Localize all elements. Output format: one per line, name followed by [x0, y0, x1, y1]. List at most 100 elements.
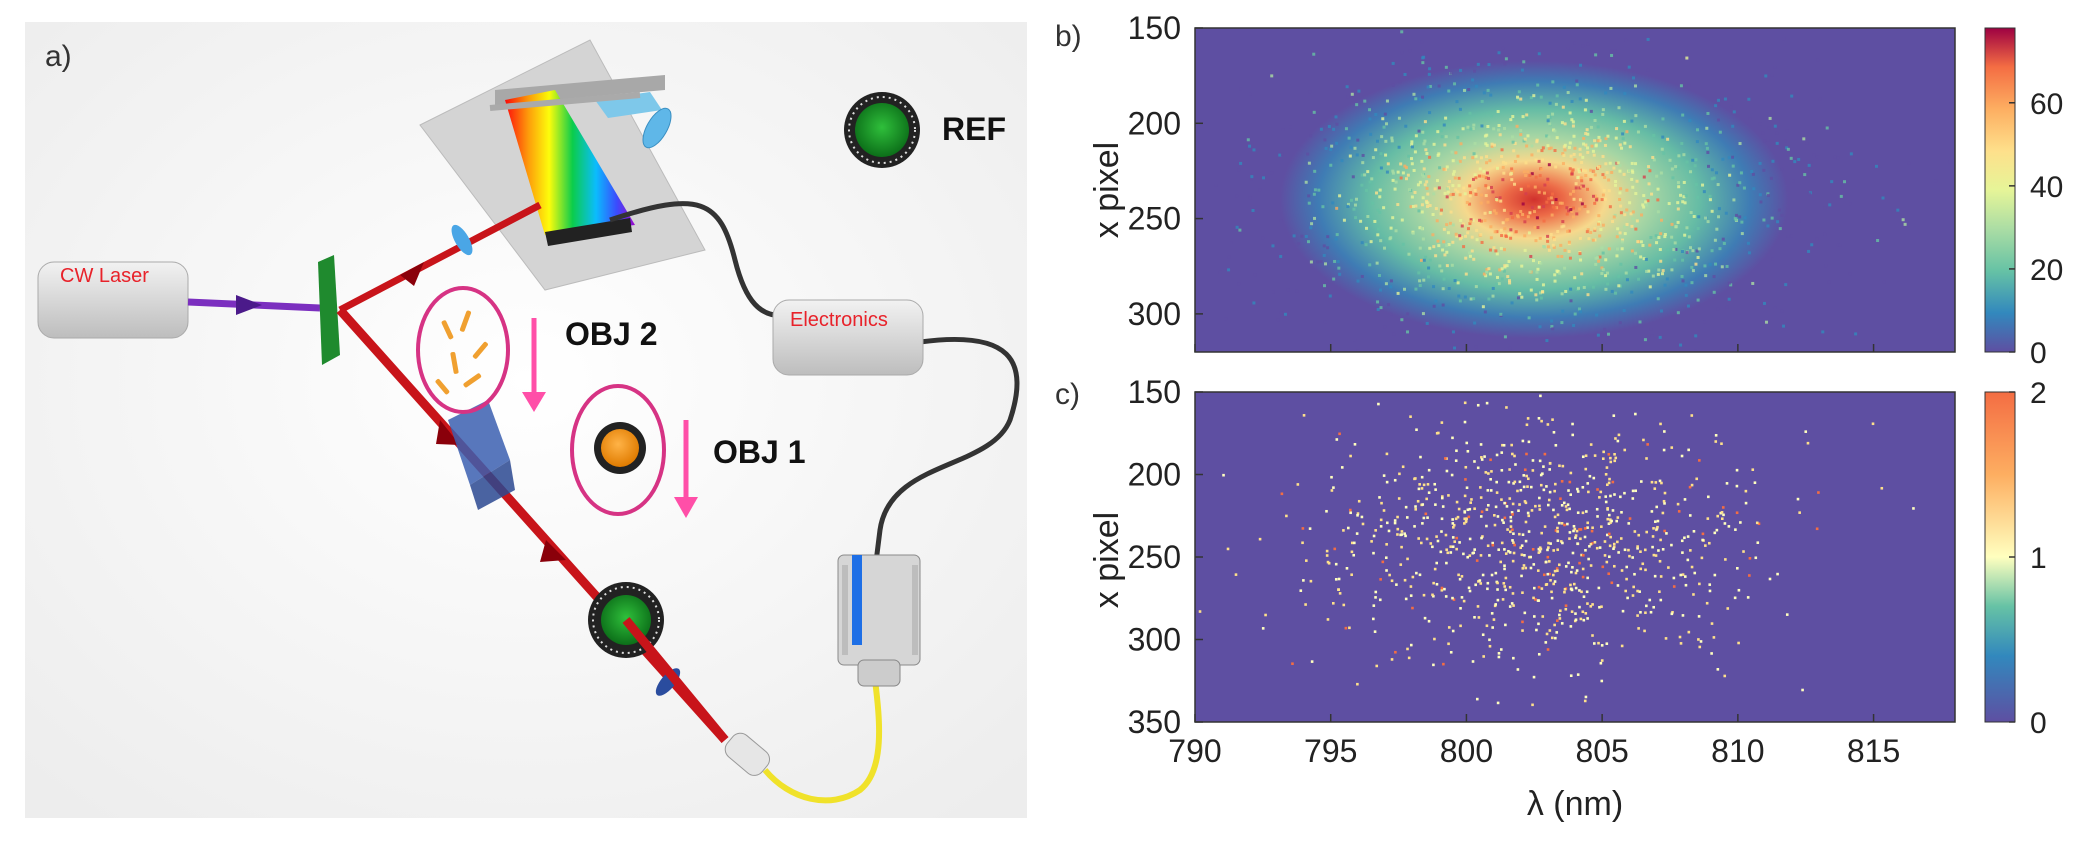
photon-count [1569, 625, 1573, 628]
photon-count [1513, 543, 1516, 547]
pixel-speckle [1474, 84, 1478, 88]
pixel-speckle [1639, 255, 1643, 259]
photon-count [1480, 536, 1483, 540]
pixel-speckle [1375, 139, 1379, 143]
photon-count [1432, 663, 1435, 667]
photon-count [1527, 514, 1531, 518]
pixel-speckle [1635, 219, 1639, 223]
lens-icon [451, 224, 473, 256]
photon-count [1502, 521, 1505, 524]
pixel-speckle [1775, 131, 1779, 135]
photon-count [1348, 626, 1351, 630]
photon-count [1474, 583, 1477, 587]
pixel-speckle [1679, 84, 1683, 88]
photon-count [1519, 488, 1523, 492]
pixel-speckle [1721, 157, 1725, 161]
photon-count [1431, 593, 1434, 597]
pixel-speckle [1419, 258, 1423, 262]
pixel-speckle [1376, 208, 1380, 212]
pixel-speckle [1229, 241, 1233, 245]
pixel-speckle [1343, 380, 1346, 383]
pixel-speckle [1537, 159, 1541, 163]
photon-count [1631, 497, 1635, 500]
pixel-speckle [1546, 115, 1550, 119]
photon-count [1226, 547, 1230, 551]
pump-arrow-icon [236, 295, 262, 315]
pixel-speckle [1486, 125, 1490, 129]
pixel-speckle [1648, 243, 1652, 247]
photon-count [1566, 503, 1570, 506]
pixel-speckle [1351, 175, 1355, 179]
photon-count [1574, 618, 1578, 622]
pixel-speckle [1423, 120, 1427, 124]
pixel-speckle [1475, 228, 1479, 232]
photon-count [1497, 548, 1501, 551]
pixel-speckle [1484, 184, 1488, 188]
pixel-speckle [1695, 128, 1699, 132]
photon-count [1578, 605, 1581, 609]
pixel-speckle [1536, 149, 1540, 153]
pixel-speckle [1789, 156, 1793, 160]
y-tick-label: 250 [1128, 539, 1181, 575]
photon-count [1504, 552, 1508, 555]
pixel-speckle [1549, 196, 1553, 200]
heatmap-b-ylabel: x pixel [1088, 142, 1126, 238]
pixel-speckle [1551, 201, 1555, 205]
pixel-speckle [1355, 153, 1359, 157]
photon-count [1662, 448, 1666, 452]
photon-count [1681, 614, 1685, 617]
pixel-speckle [1477, 187, 1481, 191]
photon-count [1499, 560, 1503, 564]
photon-count [1614, 456, 1618, 460]
pixel-speckle [1455, 100, 1459, 104]
pixel-speckle [1714, 262, 1718, 266]
photon-count [1463, 401, 1467, 405]
pixel-speckle [1458, 237, 1462, 241]
pixel-speckle [1218, 270, 1222, 274]
photon-count [1469, 501, 1472, 504]
pixel-speckle [1468, 194, 1472, 198]
pixel-speckle [1578, 207, 1582, 211]
photon-count [1609, 494, 1612, 498]
pixel-speckle [1522, 139, 1526, 143]
photon-count [1556, 569, 1559, 573]
photon-count [1467, 586, 1471, 590]
pixel-speckle [1541, 290, 1545, 294]
pixel-speckle [1480, 240, 1484, 244]
pixel-speckle [1503, 62, 1507, 66]
photon-count [1571, 551, 1575, 555]
pixel-speckle [1567, 209, 1571, 213]
pixel-speckle [1330, 144, 1334, 148]
pixel-speckle [1511, 140, 1515, 144]
pixel-speckle [1579, 176, 1583, 180]
photon-count [1344, 626, 1348, 630]
pixel-speckle [1656, 272, 1660, 276]
pixel-speckle [1540, 167, 1544, 171]
pixel-speckle [1582, 285, 1586, 289]
pixel-speckle [1555, 136, 1559, 140]
photon-count [1735, 484, 1739, 488]
photon-count [1556, 548, 1559, 552]
pixel-speckle [1420, 210, 1424, 214]
photon-count [1406, 557, 1409, 561]
pixel-speckle [1634, 227, 1638, 231]
photon-count [1591, 634, 1594, 637]
pixel-speckle [1665, 277, 1669, 281]
pixel-speckle [1436, 239, 1440, 243]
photon-count [1563, 590, 1566, 594]
pixel-speckle [1418, 284, 1422, 288]
pixel-speckle [1565, 206, 1569, 210]
pixel-speckle [1421, 61, 1425, 65]
pixel-speckle [1420, 40, 1424, 44]
pixel-speckle [1571, 168, 1575, 172]
pixel-speckle [1593, 139, 1597, 143]
photon-count [1444, 595, 1448, 598]
pixel-speckle [1589, 125, 1593, 129]
pixel-speckle [1652, 158, 1656, 162]
pixel-speckle [1594, 256, 1598, 260]
pixel-speckle [1396, 203, 1400, 207]
photon-count [1663, 430, 1666, 433]
pixel-speckle [1446, 231, 1450, 235]
photon-count [1529, 566, 1533, 570]
